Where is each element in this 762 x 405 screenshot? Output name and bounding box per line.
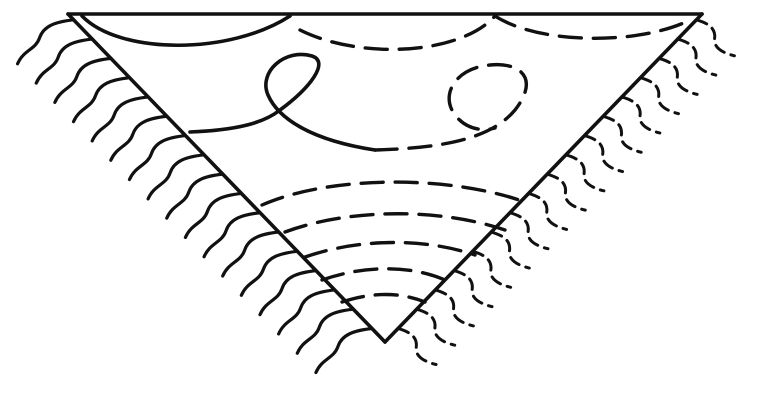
left-hatch-stroke — [279, 290, 335, 334]
right-hatch-stroke — [603, 116, 641, 152]
right-hatch-stroke — [622, 97, 660, 133]
dashed-band-2 — [285, 214, 505, 232]
left-hatch-stroke — [148, 155, 204, 199]
solid-loop-curve — [190, 54, 375, 150]
left-hatch-stroke — [260, 271, 316, 315]
right-hatch-stroke — [585, 136, 623, 172]
left-hatch-stroke — [185, 193, 241, 237]
right-edge — [385, 14, 702, 342]
triangle-boundary — [68, 14, 702, 342]
right-hatch-stroke — [696, 20, 734, 56]
right-hatch-stroke — [547, 174, 585, 210]
dashed-arc-top-right — [495, 16, 690, 38]
right-hatch-stroke — [454, 271, 492, 307]
right-hatch-stroke — [510, 213, 548, 249]
right-hatch-stroke — [435, 290, 473, 326]
dashed-band-1 — [262, 182, 525, 205]
left-hatch-stroke — [167, 174, 223, 218]
right-hatch-stroke — [640, 78, 678, 114]
left-hatch-stroke — [36, 39, 92, 83]
dashed-arc-top-middle — [300, 16, 495, 49]
left-edge — [68, 14, 385, 342]
right-hatch-stroke — [678, 39, 716, 75]
right-hatch-stroke — [491, 232, 529, 268]
dashed-band-5 — [342, 295, 425, 303]
left-hatch-stroke — [204, 213, 260, 257]
dashed-band-4 — [322, 269, 445, 280]
left-hatch-stroke — [92, 97, 148, 141]
dashed-curves — [262, 16, 690, 302]
right-hatch-stroke — [417, 309, 455, 345]
left-hatch-stroke — [316, 328, 372, 372]
left-hatch-stroke — [55, 58, 111, 102]
left-hatch-stroke — [297, 309, 353, 353]
dashed-band-3 — [305, 242, 475, 257]
left-hatch-stroke — [241, 251, 297, 295]
right-hatch-stroke — [473, 251, 511, 287]
solid-curves — [82, 16, 375, 150]
left-hatch-stroke — [111, 116, 167, 160]
right-hatch-stroke — [566, 155, 604, 191]
right-hatch-stroke — [659, 58, 697, 94]
dashed-loop-right — [375, 65, 526, 150]
left-hatch-stroke — [74, 78, 130, 122]
left-hatch-stroke — [129, 136, 185, 180]
right-hatch-stroke — [398, 328, 436, 364]
right-wall-hatching — [398, 20, 734, 365]
left-wall-hatching — [18, 20, 372, 373]
left-hatch-stroke — [18, 20, 74, 64]
solid-arc-top-left — [82, 16, 290, 45]
right-hatch-stroke — [529, 193, 567, 229]
left-hatch-stroke — [223, 232, 279, 276]
